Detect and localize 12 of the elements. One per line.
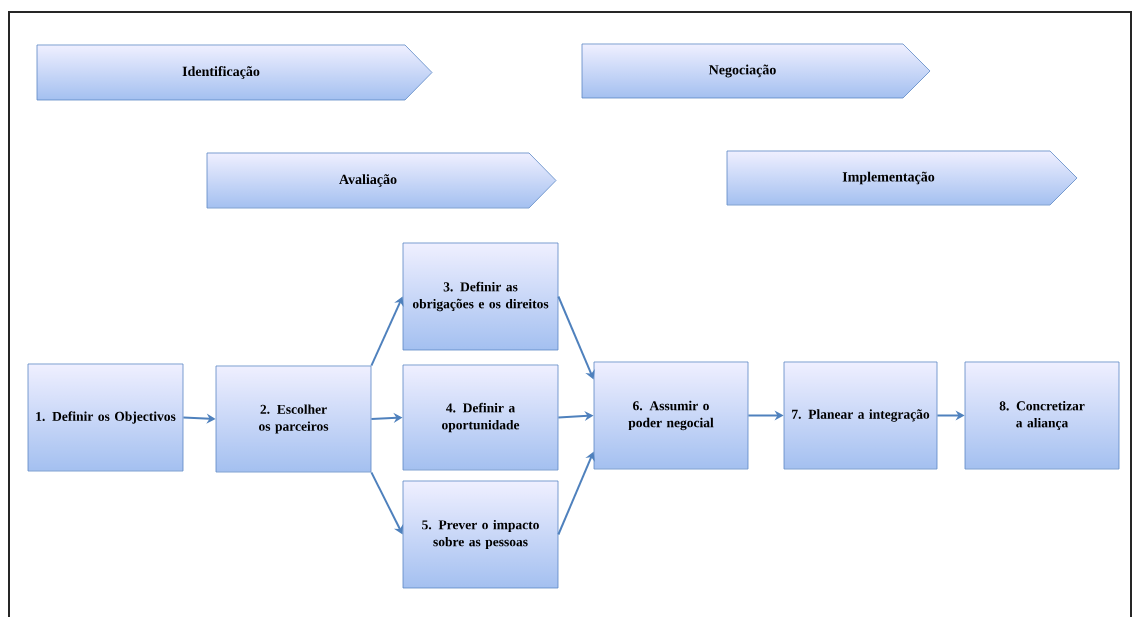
process-box: 5. Prever o impacto sobre as pessoas <box>402 480 559 589</box>
process-box: 8. Concretizar a aliança <box>964 361 1120 470</box>
phase-chevron: Identificação <box>36 44 433 101</box>
process-box: 4. Definir a oportunidade <box>402 364 559 471</box>
process-box: 6. Assumir o poder negocial <box>593 361 749 470</box>
process-box: 1. Definir os Objectivos <box>27 363 184 472</box>
process-box: 7. Planear a integração <box>783 361 938 470</box>
phase-chevron: Negociação <box>581 43 931 99</box>
process-box: 2. Escolher os parceiros <box>215 365 372 473</box>
phase-chevron: Implementação <box>726 150 1078 206</box>
phase-chevron: Avaliação <box>206 152 557 209</box>
process-box: 3. Definir as obrigações e os direitos <box>402 242 559 351</box>
